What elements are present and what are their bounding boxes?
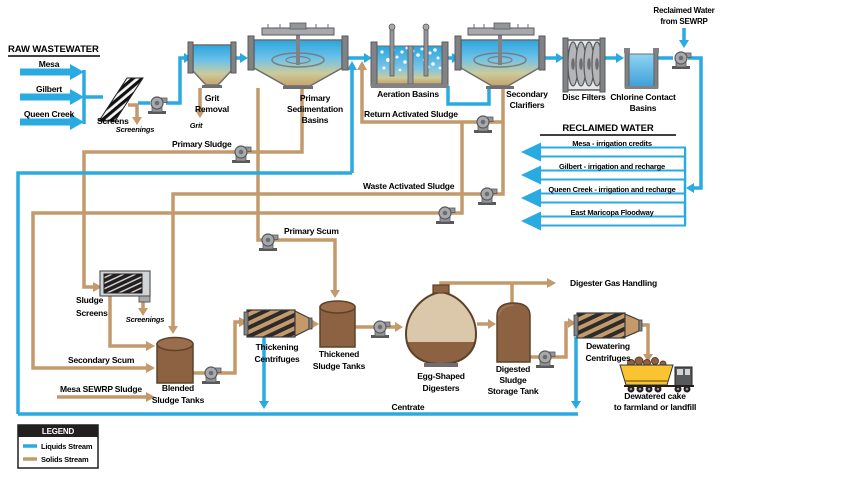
thickened-label1: Thickened (319, 349, 359, 359)
pump-digested (535, 350, 556, 369)
sewrp-label1: Reclaimed Water (653, 6, 714, 15)
primary-sedimentation-basin (247, 22, 349, 89)
blended-tanks-label1: Blended (162, 383, 194, 393)
blended-sludge-tank (156, 336, 194, 384)
raw-wastewater-header: RAW WASTEWATER (8, 44, 99, 55)
digested-sludge-storage-tank (496, 302, 531, 363)
primary-scum-label: Primary Scum (284, 226, 339, 236)
disc-filters-unit (562, 37, 606, 93)
outfall-arrow-east-maricopa (521, 211, 686, 231)
pump-reclaimed (671, 51, 692, 70)
influent-arrow-gilbert (20, 89, 84, 105)
pump-primary-scum (258, 233, 279, 252)
secondary-clarifiers-label2: Clarifiers (510, 100, 545, 110)
outfall-gilbert-label: Gilbert - irrigation and recharge (559, 162, 665, 171)
dewatering-label2: Centrifuges (585, 353, 631, 363)
reclaimed-outfall-arrows (521, 142, 687, 231)
sewrp-label2: from SEWRP (660, 17, 708, 26)
primary-sed-label3: Basins (302, 115, 329, 125)
blended-tanks-label2: Sludge Tanks (152, 395, 205, 405)
digester-gas-label: Digester Gas Handling (570, 278, 657, 288)
grit-removal-tank (187, 41, 237, 88)
pump-screens (147, 96, 168, 115)
sludge-screens-label2: Screens (76, 308, 108, 318)
dump-truck (619, 356, 694, 393)
egg-digesters-label1: Egg-Shaped (417, 371, 465, 381)
secondary-clarifiers-label1: Secondary (506, 89, 548, 99)
dewatering-label1: Dewatering (586, 341, 630, 351)
pump-blended (201, 366, 222, 385)
aeration-basins-tank (370, 23, 449, 88)
legend-liquids-label: Liquids Stream (41, 442, 93, 451)
mesa-sewrp-sludge-label: Mesa SEWRP Sludge (60, 384, 142, 394)
grit-byproduct-label: Grit (190, 121, 203, 130)
sludge-screens-label1: Sludge (76, 295, 104, 305)
screenings-raw-label: Screenings (116, 125, 154, 134)
thickening-label2: Centrifuges (254, 354, 300, 364)
pump-primary-sludge (231, 145, 252, 164)
chlorine-label2: Basins (630, 103, 657, 113)
influent-arrow-queen-creek (20, 114, 84, 130)
egg-digesters-label2: Digesters (423, 383, 460, 393)
thickened-label2: Sludge Tanks (313, 361, 366, 371)
dewatered-cake-label2: to farmland or landfill (614, 402, 696, 412)
bar-screens (98, 77, 144, 122)
influent-gilbert-label: Gilbert (36, 84, 62, 94)
ras-label: Return Activated Sludge (364, 109, 458, 119)
pump-secondary-scum (435, 206, 456, 225)
thickening-centrifuge (243, 309, 313, 338)
pump-was (477, 187, 498, 206)
primary-sludge-label: Primary Sludge (172, 139, 232, 149)
influent-queen-creek-label: Queen Creek (24, 109, 75, 119)
digested-storage-label1: Digested (496, 364, 530, 374)
outfall-east-maricopa-label: East Maricopa Floodway (570, 208, 654, 217)
centrate-label: Centrate (392, 402, 425, 412)
thickening-label1: Thickening (256, 342, 299, 352)
legend-title: LEGEND (42, 427, 75, 436)
primary-sed-label2: Sedimentation (287, 104, 343, 114)
chlorine-label1: Chlorine Contact (610, 92, 676, 102)
grit-removal-label2: Removal (195, 104, 229, 114)
reclaimed-water-header: RECLAIMED WATER (562, 123, 653, 134)
dewatered-cake-label1: Dewatered cake (624, 391, 686, 401)
outfall-arrow-gilbert (521, 165, 686, 185)
dewatering-centrifuge (573, 312, 643, 339)
screenings-sludge-label: Screenings (126, 315, 164, 324)
egg-shaped-digester (404, 284, 478, 367)
labels: RAW WASTEWATER Mesa Gilbert Queen Creek … (8, 6, 715, 412)
thickened-sludge-tank (319, 300, 356, 348)
digested-storage-label2: Sludge (499, 375, 527, 385)
digested-storage-label3: Storage Tank (488, 386, 539, 396)
sludge-screens-unit (99, 270, 151, 303)
aeration-label: Aeration Basins (377, 89, 439, 99)
pump-ras (473, 115, 494, 134)
influent-arrows (20, 64, 84, 130)
legend: LEGEND Liquids Stream Solids Stream (17, 424, 99, 469)
legend-solids-label: Solids Stream (41, 455, 89, 464)
chlorine-contact-basin (624, 48, 659, 89)
influent-mesa-label: Mesa (39, 59, 60, 69)
primary-sed-label1: Primary (300, 93, 331, 103)
was-label: Waste Activated Sludge (363, 181, 455, 191)
outfall-arrow-queen-creek (521, 188, 686, 208)
secondary-clarifier (454, 22, 546, 89)
outfall-arrow-mesa (521, 142, 686, 162)
outfall-mesa-label: Mesa - irrigation credits (572, 139, 652, 148)
influent-arrow-mesa (20, 64, 84, 80)
screens-label: Screens (97, 116, 129, 126)
secondary-scum-label: Secondary Scum (68, 355, 135, 365)
outfall-queen-creek-label: Queen Creek - irrigation and recharge (548, 185, 675, 194)
solids-arrowheads (93, 61, 653, 402)
disc-filters-label: Disc Filters (562, 92, 606, 102)
pump-thickened (370, 320, 391, 339)
grit-removal-label: Grit (205, 93, 220, 103)
